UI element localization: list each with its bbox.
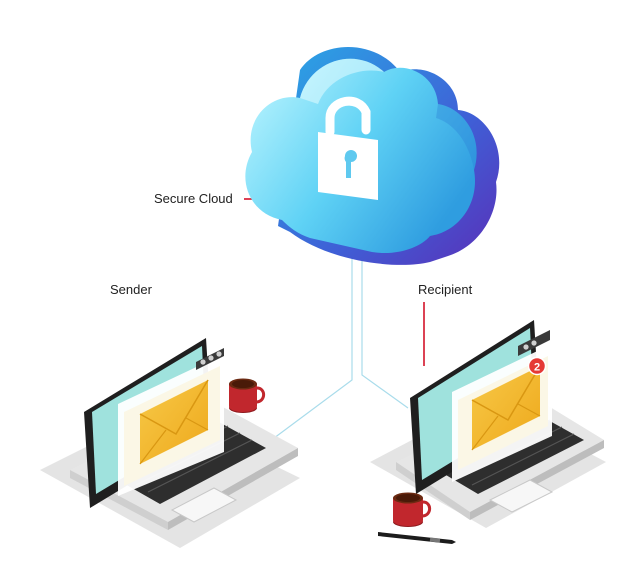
pen-icon — [378, 532, 456, 544]
coffee-mug-icon — [229, 378, 266, 413]
sender-laptop — [40, 338, 300, 548]
notification-badge: 2 — [527, 356, 547, 376]
sender-label: Sender — [110, 282, 152, 297]
secure-cloud-label: Secure Cloud — [154, 191, 233, 206]
coffee-mug-icon — [393, 492, 432, 527]
envelope-icon — [139, 379, 209, 465]
connector-lines — [257, 220, 409, 451]
envelope-icon — [471, 365, 541, 451]
recipient-laptop: 2 — [370, 320, 606, 528]
padlock-icon — [318, 96, 378, 200]
notification-count: 2 — [534, 362, 540, 374]
recipient-label: Recipient — [418, 282, 473, 297]
cloud-icon — [245, 47, 500, 265]
